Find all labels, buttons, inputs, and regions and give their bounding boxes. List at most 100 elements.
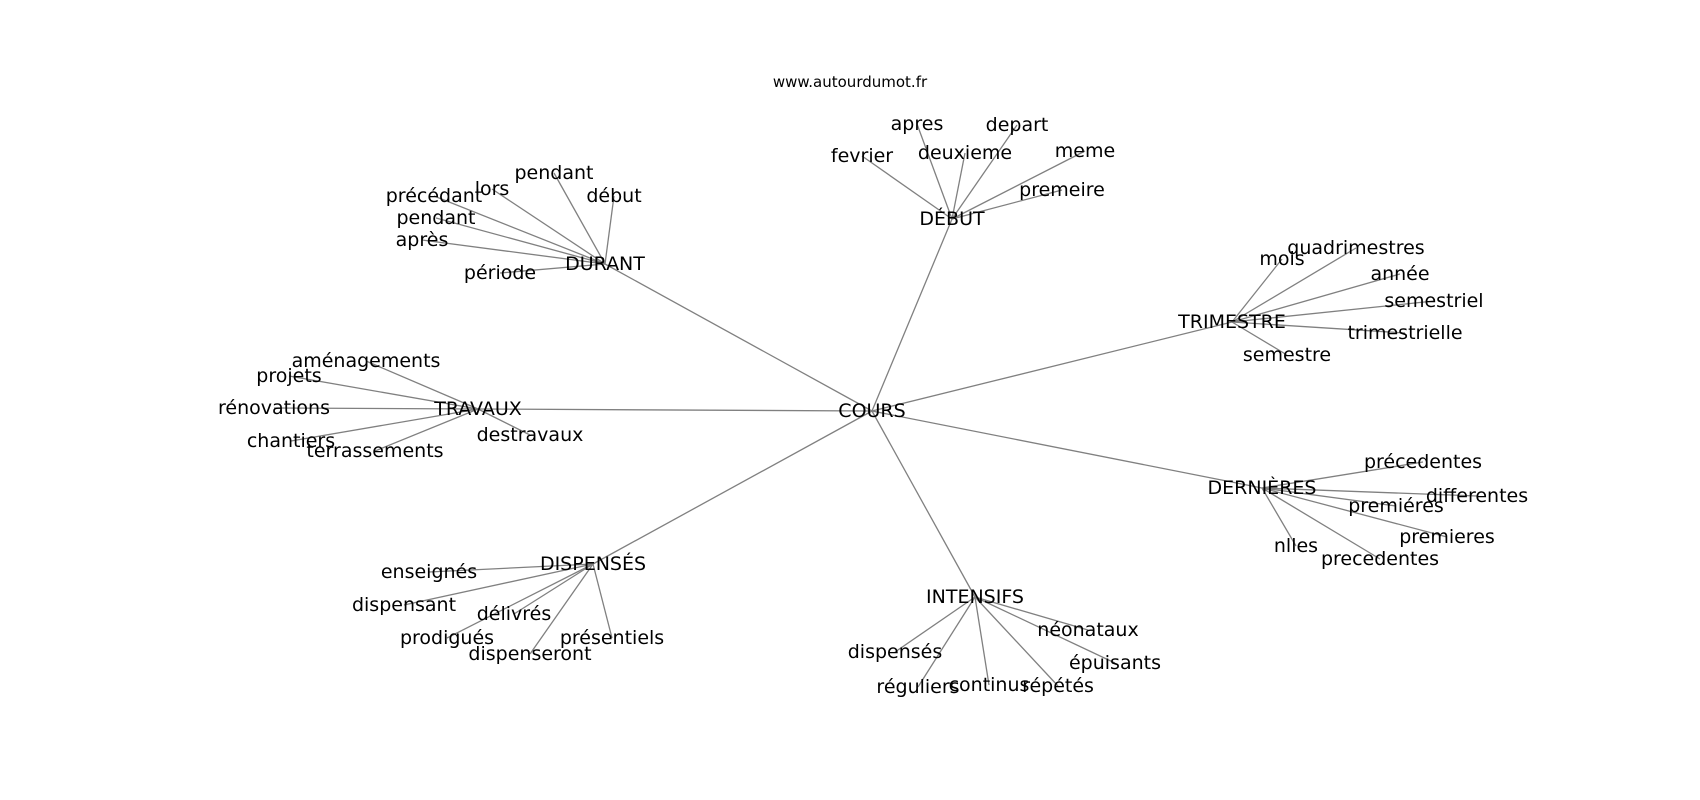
hub-node-dernieres: DERNIÈRES bbox=[1208, 476, 1317, 499]
leaf-node: nlles bbox=[1274, 535, 1318, 557]
edge-dernieres-leaf bbox=[1261, 487, 1478, 497]
edge-center-intensifs bbox=[871, 410, 976, 598]
edge-dernieres-leaf bbox=[1261, 487, 1397, 507]
edge-durant-leaf bbox=[604, 195, 615, 265]
edge-travaux-leaf bbox=[288, 375, 479, 410]
leaf-node: fevrier bbox=[831, 145, 893, 167]
leaf-node: épuisants bbox=[1069, 652, 1161, 674]
edge-trimestre-leaf bbox=[1231, 321, 1288, 356]
edge-dispenses-leaf bbox=[513, 563, 594, 615]
leaf-node: apres bbox=[891, 113, 944, 135]
edge-debut-leaf bbox=[951, 150, 1086, 220]
leaf-node: après bbox=[396, 229, 449, 251]
leaf-node: début bbox=[586, 185, 641, 207]
leaf-node: pendant bbox=[515, 162, 594, 184]
edge-trimestre-leaf bbox=[1231, 300, 1435, 323]
leaf-node: répétés bbox=[1022, 675, 1094, 697]
hub-node-intensifs: INTENSIFS bbox=[926, 586, 1024, 608]
edge-travaux-leaf bbox=[374, 408, 479, 452]
edge-intensifs-leaf bbox=[917, 596, 976, 688]
edge-intensifs-leaf bbox=[974, 596, 1089, 631]
hub-node-debut: DÉBUT bbox=[919, 207, 985, 230]
leaf-node: premieres bbox=[1399, 526, 1495, 548]
leaf-node: pendant bbox=[397, 207, 476, 229]
leaf-node: deuxieme bbox=[918, 142, 1012, 164]
leaf-node: néonataux bbox=[1037, 619, 1138, 641]
leaf-node: précédant bbox=[386, 185, 482, 207]
leaf-node: projets bbox=[256, 365, 321, 387]
edge-travaux-leaf bbox=[290, 408, 479, 442]
leaf-node: délivrés bbox=[477, 603, 552, 625]
edge-trimestre-leaf bbox=[1231, 258, 1283, 323]
leaf-node: semestriel bbox=[1384, 290, 1483, 312]
leaf-node: precedentes bbox=[1321, 548, 1439, 570]
edge-debut-leaf bbox=[916, 123, 953, 220]
edge-center-trimestre bbox=[871, 321, 1233, 412]
leaf-node: chantiers bbox=[247, 430, 335, 452]
leaf-node: trimestrielle bbox=[1347, 322, 1462, 344]
leaf-node: differentes bbox=[1426, 485, 1528, 507]
hub-node-trimestre: TRIMESTRE bbox=[1177, 311, 1286, 333]
leaf-node: depart bbox=[986, 114, 1049, 136]
source-label: www.autourdumot.fr bbox=[773, 73, 928, 91]
edge-dernieres-leaf bbox=[1261, 487, 1448, 538]
leaf-node: premiéres bbox=[1348, 495, 1444, 517]
leaf-node: lors bbox=[475, 178, 510, 200]
edge-dispenses-leaf bbox=[529, 563, 594, 655]
edge-debut-leaf bbox=[951, 152, 966, 220]
edge-travaux-leaf bbox=[273, 407, 479, 410]
edge-intensifs-leaf bbox=[974, 596, 1059, 687]
edge-center-travaux bbox=[477, 408, 873, 412]
edge-center-dispenses bbox=[592, 410, 873, 565]
leaf-node: réguliers bbox=[876, 676, 959, 698]
leaf-node: quadrimestres bbox=[1287, 237, 1424, 259]
leaf-node: année bbox=[1370, 263, 1429, 285]
edge-debut-leaf bbox=[951, 124, 1018, 220]
edge-center-dernieres bbox=[871, 410, 1263, 489]
edge-durant-leaf bbox=[491, 188, 606, 265]
hub-node-durant: DURANT bbox=[565, 253, 645, 275]
leaf-node: prodigués bbox=[400, 627, 494, 649]
edge-trimestre-leaf bbox=[1231, 247, 1357, 323]
center-node: COURS bbox=[838, 400, 905, 422]
leaf-node: mois bbox=[1259, 248, 1304, 270]
leaf-node: meme bbox=[1055, 140, 1115, 162]
leaf-node: précedentes bbox=[1364, 451, 1482, 473]
edge-dispenses-leaf bbox=[403, 563, 594, 606]
edge-trimestre-leaf bbox=[1231, 273, 1401, 323]
edge-center-durant bbox=[604, 263, 873, 412]
edge-dernieres-leaf bbox=[1261, 487, 1381, 560]
leaf-node: rénovations bbox=[218, 397, 330, 419]
edge-trimestre-leaf bbox=[1231, 321, 1406, 334]
edge-dispenses-leaf bbox=[428, 563, 594, 573]
edge-durant-leaf bbox=[553, 172, 606, 265]
edge-durant-leaf bbox=[435, 217, 606, 265]
hub-node-travaux: TRAVAUX bbox=[433, 398, 522, 420]
leaf-node: dispenseront bbox=[468, 643, 591, 665]
edge-dernieres-leaf bbox=[1261, 487, 1297, 547]
labels-layer: COURS DÉBUT apres depart fevrier deuxieme meme… bbox=[218, 113, 1528, 698]
edge-intensifs-leaf bbox=[974, 596, 1116, 664]
leaf-node: enseignés bbox=[381, 561, 477, 583]
leaf-node: terrassements bbox=[306, 440, 443, 462]
leaf-node: dispensés bbox=[848, 641, 943, 663]
leaf-node: premeire bbox=[1019, 179, 1105, 201]
leaf-node: aménagements bbox=[292, 350, 441, 372]
leaf-node: continus bbox=[949, 674, 1030, 696]
edge-dispenses-leaf bbox=[446, 563, 594, 639]
leaf-node: période bbox=[464, 262, 536, 284]
edge-durant-leaf bbox=[499, 263, 606, 274]
leaf-node: semestre bbox=[1243, 344, 1331, 366]
edge-intensifs-leaf bbox=[974, 596, 990, 686]
edge-durant-leaf bbox=[433, 195, 606, 265]
edge-dernieres-leaf bbox=[1261, 461, 1424, 489]
edge-debut-leaf bbox=[951, 189, 1063, 220]
leaf-node: destravaux bbox=[477, 424, 584, 446]
edge-center-debut bbox=[871, 218, 953, 412]
edge-travaux-leaf bbox=[477, 408, 531, 436]
leaf-node: dispensant bbox=[352, 594, 456, 616]
hub-node-dispenses: DISPENSÉS bbox=[540, 552, 646, 575]
edge-dispenses-leaf bbox=[592, 563, 613, 639]
edge-debut-leaf bbox=[861, 155, 953, 220]
